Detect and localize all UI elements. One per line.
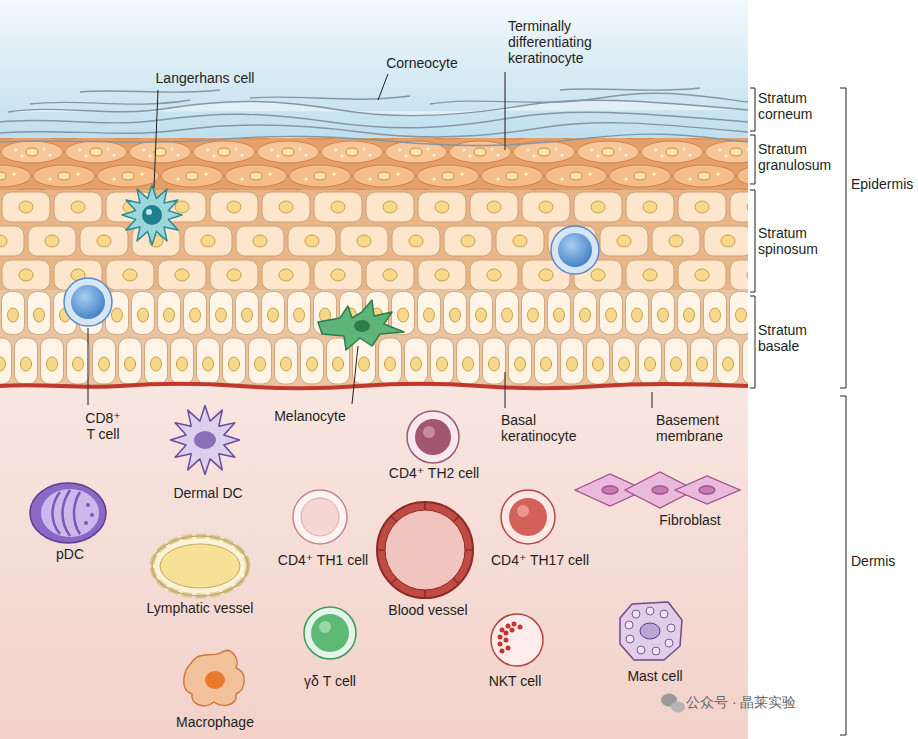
region-label: Epidermis: [851, 176, 915, 192]
layer-label: Stratum spinosum: [758, 225, 836, 257]
macrophage: [184, 651, 245, 706]
cell-caption: CD4⁺ TH17 cell: [491, 552, 589, 568]
cell-node: Blood vessel: [373, 500, 483, 620]
layer-label: Stratum corneum: [758, 90, 836, 122]
cell-caption: Lymphatic vessel: [147, 600, 254, 616]
watermark: 公众号 · 晶莱实验: [686, 694, 912, 710]
cell-node: CD4⁺ TH1 cell: [270, 488, 378, 570]
cell-caption: γδ T cell: [304, 673, 356, 689]
th17-cell: [501, 490, 555, 544]
callout-label: CD8⁺ T cell: [80, 410, 126, 442]
granulosum-layer: [0, 138, 748, 194]
cell-caption: CD4⁺ TH2 cell: [389, 465, 479, 481]
lymphatic-vessel: [152, 536, 248, 596]
th1-cell: [293, 490, 347, 544]
cell-node: NKT cell: [480, 612, 554, 691]
cell-node: Fibroblast: [570, 470, 742, 530]
cell-caption: Fibroblast: [659, 512, 720, 528]
callout-label: Terminally differentiating keratinocyte: [508, 18, 628, 66]
cell-node: pDC: [28, 481, 110, 565]
watermark-icon: [661, 694, 685, 713]
gamma-delta-t-cell: [304, 607, 356, 659]
cell-node: Mast cell: [605, 600, 705, 686]
callout-label: Melanocyte: [260, 408, 360, 424]
cell-node: γδ T cell: [290, 605, 370, 691]
th2-cell: [407, 411, 459, 463]
dermal-dc: [171, 406, 240, 475]
dermis-ground: [0, 386, 748, 739]
corneum-lines: [0, 88, 748, 145]
sky-ground: [0, 0, 748, 160]
cell-node: Dermal DC: [155, 408, 261, 502]
callout-label: Basal keratinocyte: [501, 412, 601, 444]
pdc-cell: [30, 483, 106, 543]
cell-caption: Dermal DC: [173, 485, 242, 501]
cell-node: CD4⁺ TH2 cell: [380, 410, 488, 482]
basement-membrane: [0, 384, 748, 389]
callout-label: Corneocyte: [372, 55, 472, 71]
melanocyte: [318, 300, 404, 350]
callout-label: Basement membrane: [656, 412, 746, 444]
layer-label: Stratum granulosum: [758, 141, 838, 173]
fibroblast: [575, 472, 740, 508]
nkt-cell: [491, 614, 543, 666]
layer-label: Stratum basale: [758, 322, 836, 354]
spinosum-layer: [0, 190, 748, 292]
cell-node: Lymphatic vessel: [140, 535, 264, 617]
cell-caption: Blood vessel: [388, 602, 467, 618]
blood-vessel: [377, 502, 473, 598]
cell-node: Macrophage: [170, 650, 260, 732]
layer-brackets: [750, 88, 846, 735]
cell-caption: pDC: [56, 546, 84, 562]
langerhans-cell: [122, 185, 182, 245]
mast-cell: [620, 602, 682, 660]
cell-caption: Macrophage: [176, 714, 254, 730]
callout-label: Langerhans cell: [145, 70, 265, 86]
cell-node: CD4⁺ TH17 cell: [476, 488, 604, 570]
cell-caption: Mast cell: [627, 668, 682, 684]
cd8-t-cell: [64, 226, 599, 326]
cell-caption: CD4⁺ TH1 cell: [278, 552, 368, 568]
region-label: Dermis: [851, 553, 915, 569]
leader-lines: [88, 72, 652, 408]
cell-caption: NKT cell: [489, 673, 542, 689]
